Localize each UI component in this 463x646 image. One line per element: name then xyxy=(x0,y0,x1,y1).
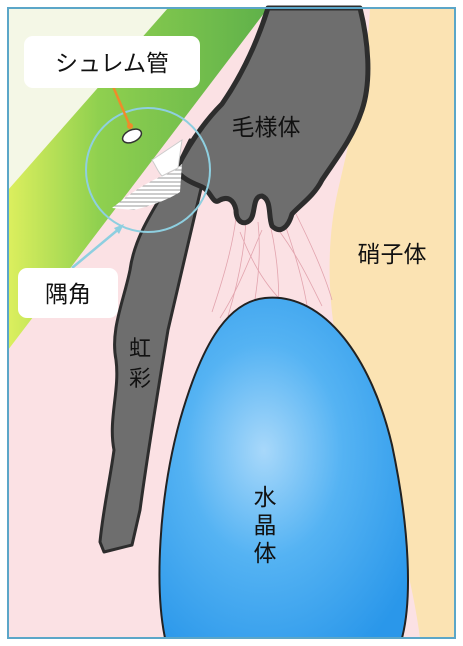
angle-highlight-circle xyxy=(85,107,211,233)
trabecular-meshwork xyxy=(112,164,182,210)
iris-label-char-2: 彩 xyxy=(129,367,151,392)
ciliary-body-label: 毛様体 xyxy=(232,115,301,141)
lens-label-char-3: 体 xyxy=(254,541,277,567)
sclera-region xyxy=(8,8,268,350)
schlemm-canal-label: シュレム管 xyxy=(55,51,169,77)
lens-label-char-2: 晶 xyxy=(254,513,277,539)
angle-label-box xyxy=(18,268,118,318)
schlemm-label-box xyxy=(24,36,200,88)
angle-pointer xyxy=(71,224,124,269)
angle-label: 隅角 xyxy=(45,282,91,308)
schlemm-pointer xyxy=(110,83,133,129)
iris-label-char-1: 虹 xyxy=(129,337,151,362)
frame-border xyxy=(7,7,456,639)
vitreous-label: 硝子体 xyxy=(358,242,427,268)
schlemm-canal xyxy=(121,128,143,144)
lens-label-char-1: 水 xyxy=(254,485,277,511)
ciliary-body xyxy=(173,5,371,232)
scleral-spur xyxy=(151,138,183,177)
vitreous-region xyxy=(329,8,455,638)
iris xyxy=(98,138,212,554)
